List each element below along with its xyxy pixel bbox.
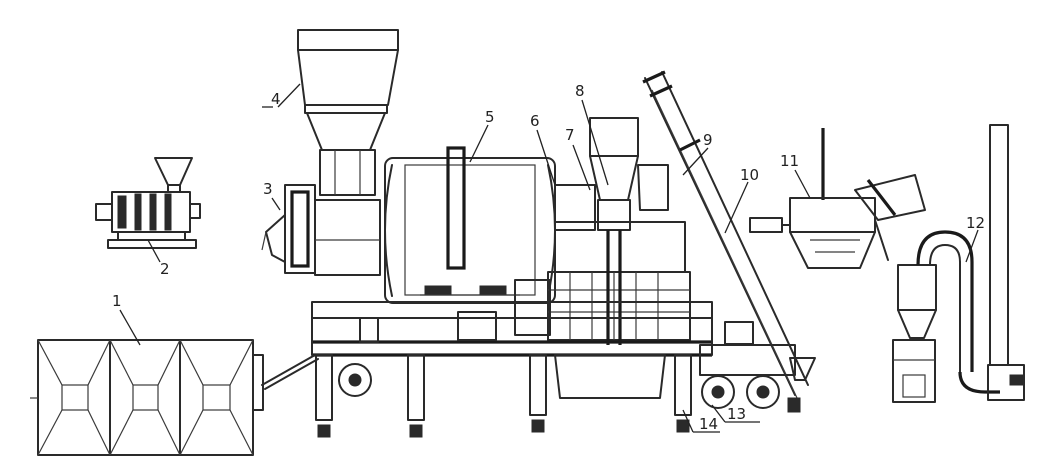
callout-13: 13: [727, 405, 746, 423]
callout-labels: 1 2 3 4 5 6 7 8 9 10 11 12 13 14: [112, 82, 985, 433]
callout-1: 1: [112, 292, 122, 310]
burner-housing: [261, 184, 381, 276]
top-hopper: [297, 29, 399, 196]
small-auxiliary-unit: [95, 157, 201, 249]
callout-14: 14: [699, 415, 718, 433]
callout-2: 2: [160, 260, 170, 278]
callout-4: 4: [271, 90, 281, 108]
chassis-frame: [261, 301, 713, 399]
callout-8: 8: [575, 82, 585, 100]
callout-11: 11: [780, 152, 799, 170]
dust-collector: [892, 124, 1025, 403]
mixing-tower: [514, 117, 691, 345]
cold-aggregate-bins: [30, 339, 264, 456]
callout-3: 3: [263, 180, 273, 198]
inclined-elevator: [642, 70, 809, 413]
callout-9: 9: [703, 131, 713, 149]
filler-unit: [749, 128, 926, 269]
callout-12: 12: [966, 214, 985, 232]
callout-7: 7: [565, 126, 575, 144]
support-legs: [315, 354, 692, 438]
wheel-axle: [699, 321, 816, 409]
callout-10: 10: [740, 166, 759, 184]
callout-5: 5: [485, 108, 495, 126]
callout-leaders: [119, 83, 979, 433]
callout-6: 6: [530, 112, 540, 130]
